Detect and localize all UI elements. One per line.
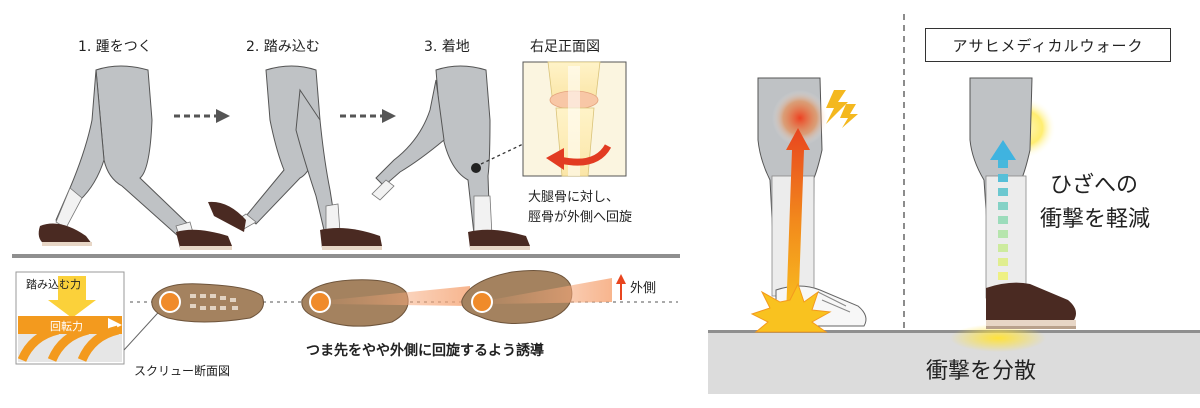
progress-arrow-2 bbox=[340, 109, 396, 123]
knee-marker-dot bbox=[471, 163, 481, 173]
step-label-1: 1. 踵をつく bbox=[78, 39, 152, 55]
knee-caption-line1: 大腿骨に対し、 bbox=[528, 190, 620, 205]
outer-side-label: 外側 bbox=[630, 281, 657, 296]
step-label-2: 2. 踏み込む bbox=[246, 39, 320, 55]
walking-figure-1 bbox=[38, 65, 232, 250]
knee-impact-line2: 衝撃を軽減 bbox=[1040, 207, 1151, 232]
ground-line-left bbox=[12, 254, 680, 258]
guidance-text: つま先をやや外側に回旋するよう誘導 bbox=[306, 343, 544, 359]
screw-press-label: 踏み込む力 bbox=[26, 278, 81, 291]
impact-burst-icon bbox=[750, 282, 832, 333]
knee-caption-line2: 脛骨が外側へ回旋 bbox=[528, 210, 633, 225]
knee-impact-line1: ひざへの bbox=[1050, 173, 1139, 198]
knee-view-title: 右足正面図 bbox=[530, 39, 600, 55]
leg-regular-shoe bbox=[750, 77, 867, 333]
sole-1 bbox=[151, 283, 264, 323]
disperse-label: 衝撃を分散 bbox=[926, 359, 1037, 384]
outside-arrow-icon bbox=[616, 274, 626, 300]
walking-sequence bbox=[12, 65, 680, 258]
screw-cross-section bbox=[15, 271, 167, 365]
progress-arrow-1 bbox=[174, 109, 230, 123]
knee-impact-glow bbox=[772, 90, 828, 146]
sole-3 bbox=[461, 270, 612, 325]
knee-front-view bbox=[522, 61, 627, 177]
ground-disperse-glow bbox=[950, 324, 1046, 352]
leg-medical-walk bbox=[950, 77, 1076, 352]
step-label-3: 3. 着地 bbox=[424, 39, 470, 55]
screw-section-label: スクリュー断面図 bbox=[134, 364, 231, 378]
lightning-icon bbox=[826, 90, 858, 128]
brand-label-box: アサヒメディカルウォーク bbox=[925, 28, 1171, 62]
screw-rotation-label: 回転力 bbox=[50, 320, 83, 333]
sole-2 bbox=[301, 279, 470, 327]
walking-figure-3 bbox=[371, 65, 541, 250]
walking-figure-2 bbox=[208, 65, 382, 250]
